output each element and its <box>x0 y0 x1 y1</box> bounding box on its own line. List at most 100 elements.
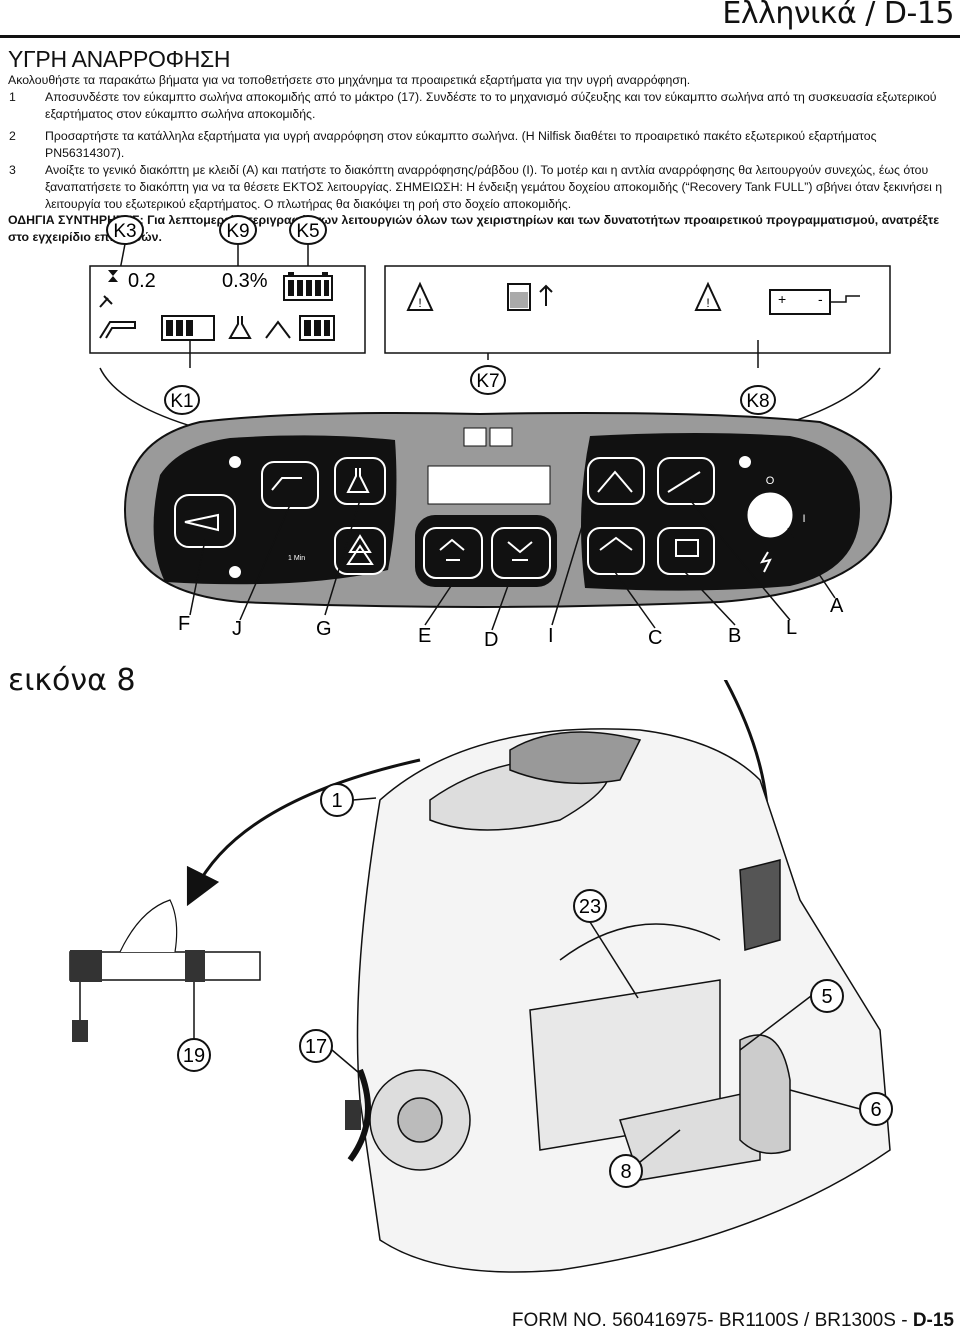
min-label: 1 Min <box>288 555 305 562</box>
brush-up-button[interactable] <box>423 527 483 579</box>
callout-5-label: 5 <box>821 986 832 1008</box>
brush-down-button[interactable] <box>491 527 551 579</box>
warning-icon <box>406 281 434 311</box>
key-switch-on-mark: I <box>802 513 805 525</box>
callout-k3: K3 <box>106 215 144 245</box>
brush-down-icon <box>507 541 533 561</box>
lightning-icon <box>759 551 772 573</box>
squeegee-fitting <box>345 1100 361 1130</box>
tree-icon <box>346 534 374 565</box>
step-number: 2 <box>9 129 16 144</box>
callout-17: 17 <box>299 1029 366 1079</box>
key-switch[interactable] <box>747 492 793 538</box>
step-2: 2 Προσαρτήστε τα κατάλληλα εξαρτήματα γι… <box>8 128 943 162</box>
machine-callouts: 1 23 5 6 8 17 19 <box>177 783 893 1188</box>
callout-23-label: 23 <box>579 896 601 918</box>
callout-5: 5 <box>739 979 844 1051</box>
faucet-icon <box>99 321 136 339</box>
callout-1: 1 <box>320 783 377 817</box>
callout-k1: K1 <box>164 385 200 415</box>
label-d: D <box>484 629 498 651</box>
vacuum-wand-button[interactable] <box>587 457 645 505</box>
page-header-language: Ελληνικά / D-15 <box>722 0 954 31</box>
horn-button[interactable] <box>174 494 236 548</box>
label-g: G <box>316 618 332 640</box>
callout-19-label: 19 <box>183 1045 205 1067</box>
step-text: Προσαρτήστε τα κατάλληλα εξαρτήματα για … <box>45 129 877 161</box>
section-title: ΥΓΡΗ ΑΝΑΡΡΟΦΗΣΗ <box>8 46 231 72</box>
callout-6: 6 <box>789 1089 893 1126</box>
label-j: J <box>232 618 242 640</box>
step-3: 3 Ανοίξτε το γενικό διακόπτη με κλειδί (… <box>8 162 943 212</box>
callout-1-label: 1 <box>331 790 342 812</box>
wrench-icon <box>99 295 113 308</box>
display-value-left: 0.2 <box>128 270 156 292</box>
brush-icon <box>265 320 291 339</box>
display-value-right: 0.3% <box>222 270 268 292</box>
key-switch-off-mark: O <box>766 475 775 487</box>
flask-icon-button <box>346 468 370 493</box>
label-b: B <box>728 625 741 647</box>
step-number: 3 <box>9 162 16 177</box>
instructions: Ακολουθήστε τα παρακάτω βήματα για να το… <box>8 72 943 246</box>
horn-icon <box>184 513 219 532</box>
battery-minus: - <box>818 291 823 307</box>
page-number: D-15 <box>912 1310 954 1331</box>
callout-k5: K5 <box>289 215 327 245</box>
callout-k5-label: K5 <box>296 221 319 242</box>
charger-battery-icon: + - <box>769 289 860 315</box>
squeegee-hose <box>347 1068 371 1162</box>
machine-body <box>356 728 891 1273</box>
callout-6-label: 6 <box>870 1099 881 1121</box>
machine-figure: 1 23 5 6 8 17 19 <box>69 680 893 1273</box>
svg-text:!: ! <box>418 296 421 310</box>
callout-k3-label: K3 <box>113 221 136 242</box>
callout-8-label: 8 <box>620 1161 631 1183</box>
step-number: 1 <box>9 89 16 104</box>
callout-k8: K8 <box>740 385 776 415</box>
right-button-cluster <box>581 433 860 591</box>
side-brush-icon <box>599 536 633 551</box>
callout-23: 23 <box>573 889 639 999</box>
svg-text:!: ! <box>706 296 709 310</box>
step-text: Αποσυνδέστε τον εύκαμπτο σωλήνα αποκομιδ… <box>45 89 937 121</box>
callout-k9-label: K9 <box>226 221 249 242</box>
callout-k7: K7 <box>470 365 506 395</box>
level-bar-icon <box>161 315 215 341</box>
detergent-button[interactable] <box>334 457 386 505</box>
header-rule <box>0 35 960 38</box>
form-number: FORM NO. 560416975- BR1100S / BR1300S - <box>511 1310 913 1331</box>
arrow-to-hose <box>186 758 421 907</box>
callout-k1-label: K1 <box>170 391 193 412</box>
seat-icon <box>675 539 699 557</box>
warning-book-icon <box>463 427 513 447</box>
intro-text: Ακολουθήστε τα παρακάτω βήματα για να το… <box>8 73 691 87</box>
label-a: A <box>830 595 844 617</box>
callout-k7-label: K7 <box>476 371 499 392</box>
callout-k9: K9 <box>219 215 257 245</box>
turtle-icon <box>667 471 701 493</box>
battery-plus: + <box>778 291 786 307</box>
control-panel-figure: K3 K9 K5 0.2 0.3% ! ! <box>89 215 893 651</box>
footer: FORM NO. 560416975- BR1100S / BR1300S - … <box>512 1310 954 1332</box>
level-bar-icon-2 <box>299 315 335 341</box>
side-brush-button[interactable] <box>587 527 645 575</box>
label-l: L <box>786 617 797 639</box>
callout-8: 8 <box>609 1129 681 1188</box>
hand-icon <box>119 899 178 953</box>
brush-up-icon <box>439 538 465 561</box>
callout-19: 19 <box>177 982 211 1072</box>
flask-icon <box>228 316 252 339</box>
callout-17-label: 17 <box>305 1036 327 1058</box>
callout-k8-label: K8 <box>746 391 769 412</box>
step-text: Ανοίξτε το γενικό διακόπτη με κλειδί (A)… <box>45 162 943 211</box>
label-f: F <box>178 613 190 635</box>
squeegee-button[interactable] <box>657 527 715 575</box>
vacuum-wand-icon <box>597 470 633 493</box>
hose-detail <box>69 899 261 1042</box>
faucet-icon-button <box>271 477 302 491</box>
solution-button[interactable] <box>261 461 319 509</box>
label-e: E <box>418 625 431 647</box>
label-c: C <box>648 627 662 649</box>
warning-icon-2 <box>694 281 722 311</box>
